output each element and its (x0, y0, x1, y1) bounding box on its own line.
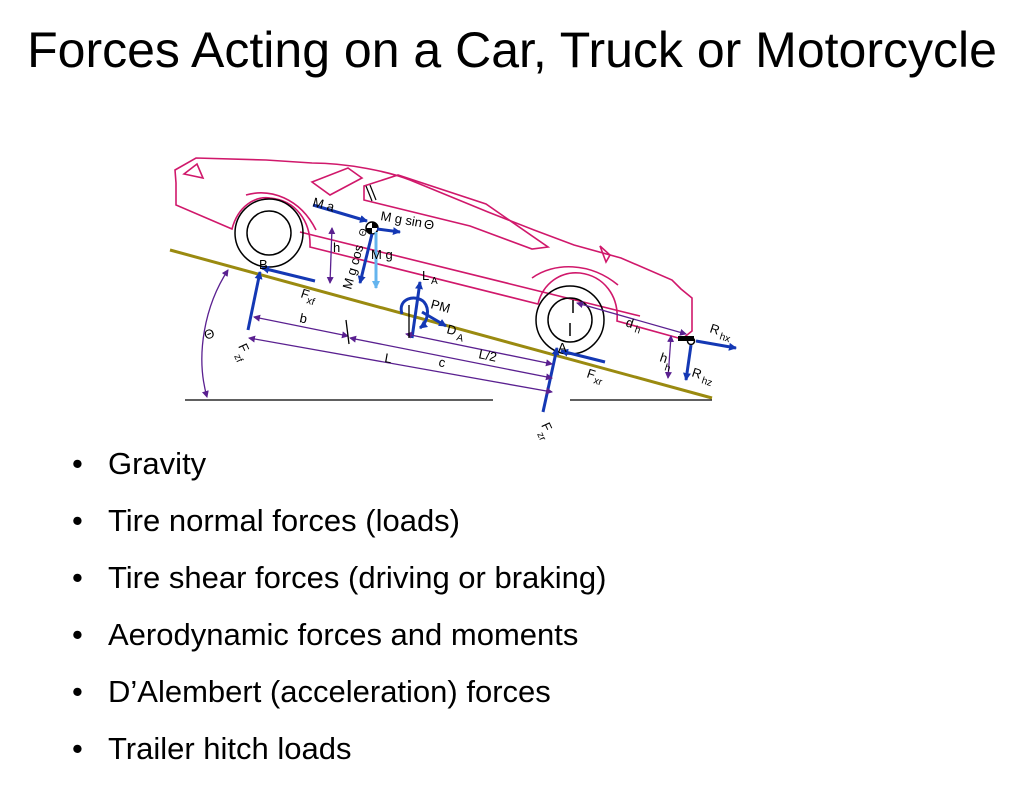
hh-sub-label: h (663, 362, 672, 374)
hitch-bar (678, 336, 694, 341)
da-label: D (445, 321, 458, 338)
b-dim (253, 314, 349, 339)
bullet-item: • D’Alembert (acceleration) forces (72, 674, 606, 731)
bullet-text: Tire normal forces (loads) (108, 503, 461, 538)
dh-dim (576, 301, 687, 336)
bullet-item: • Tire shear forces (driving or braking) (72, 560, 606, 617)
l-dim-label: L (383, 350, 393, 366)
cg-vertical-tick-2 (369, 184, 377, 201)
la-label: L (422, 268, 429, 283)
b-point-label: B (259, 257, 268, 272)
mg-sin-arrow (376, 227, 401, 236)
fzf-sub-label: zf (231, 353, 244, 365)
bullet-marker: • (72, 560, 83, 595)
mg-sin-label: M g sin (379, 208, 423, 230)
hitch-ball (686, 336, 696, 346)
a-point-label: A (558, 340, 567, 355)
ma-label: M a (311, 194, 337, 214)
l-dim (248, 335, 553, 395)
bullet-text: Tire shear forces (driving or braking) (108, 560, 607, 595)
bullet-text: Gravity (108, 446, 207, 481)
fzr-arrow (541, 347, 560, 413)
bullet-marker: • (72, 503, 83, 538)
bullet-marker: • (72, 446, 83, 481)
h-label: h (333, 240, 340, 255)
b-end-tick (345, 319, 350, 345)
l-half-label: L/2 (477, 346, 498, 364)
pm-moment-arrow (399, 296, 429, 330)
c-dim-label: c (437, 354, 447, 370)
dh-label: d (624, 315, 636, 332)
bullet-marker: • (72, 731, 83, 766)
l-half-dim (405, 331, 553, 367)
mg-sin-theta-label: Θ (424, 217, 434, 232)
fxf-arrow (261, 265, 316, 283)
la-sub-label: A (431, 276, 438, 287)
bullet-item: • Gravity (72, 446, 606, 503)
fxr-arrow (560, 348, 606, 364)
mg-label: M g (371, 247, 393, 262)
rhx-sub-label: hx (718, 331, 731, 345)
theta-angle-label: Θ (202, 325, 217, 343)
bullet-text: D’Alembert (acceleration) forces (108, 674, 551, 709)
fzr-sub-label: zr (534, 431, 548, 444)
rhz-sub-label: hz (700, 375, 713, 389)
da-sub-label: A (455, 332, 465, 344)
bullet-list: • Gravity • Tire normal forces (loads) • Ti… (72, 446, 606, 788)
vehicle-forces-diagram: M a M g sin Θ M g M g cos Θ h B A L A PM… (169, 157, 737, 444)
la-arrow (410, 281, 423, 339)
h-dim (326, 227, 336, 284)
b-dim-label: b (298, 310, 308, 326)
fzf-label: F (235, 341, 252, 355)
dh-sub-label: h (633, 324, 642, 336)
rhz-label: R (690, 365, 704, 382)
mg-cos-theta-label: Θ (357, 227, 370, 238)
cg-symbol (365, 221, 379, 235)
cg-vertical-tick (365, 185, 373, 202)
fxr-sub-label: xr (592, 375, 604, 388)
rhz-arrow (683, 344, 693, 381)
fzf-arrow (246, 271, 263, 331)
bullet-text: Aerodynamic forces and moments (108, 617, 579, 652)
bullet-marker: • (72, 674, 83, 709)
front-wheel (234, 198, 304, 268)
hh-label: h (658, 350, 670, 367)
slide-title: Forces Acting on a Car, Truck or Motorcy… (27, 22, 997, 78)
bullet-text: Trailer hitch loads (108, 731, 352, 766)
hh-dim (664, 335, 675, 379)
rhx-label: R (708, 321, 722, 338)
bullet-item: • Aerodynamic forces and moments (72, 617, 606, 674)
rhx-arrow (695, 339, 737, 351)
car-body-outline (174, 157, 693, 340)
ma-arrow (312, 203, 368, 223)
bullet-item: • Tire normal forces (loads) (72, 503, 606, 560)
bullet-marker: • (72, 617, 83, 652)
pm-label: PM (429, 296, 452, 316)
rear-wheel (535, 285, 605, 355)
theta-angle-arc (201, 269, 229, 398)
fxf-sub-label: xf (305, 295, 316, 308)
bullet-item: • Trailer hitch loads (72, 731, 606, 788)
mg-cos-arrow (357, 233, 374, 284)
